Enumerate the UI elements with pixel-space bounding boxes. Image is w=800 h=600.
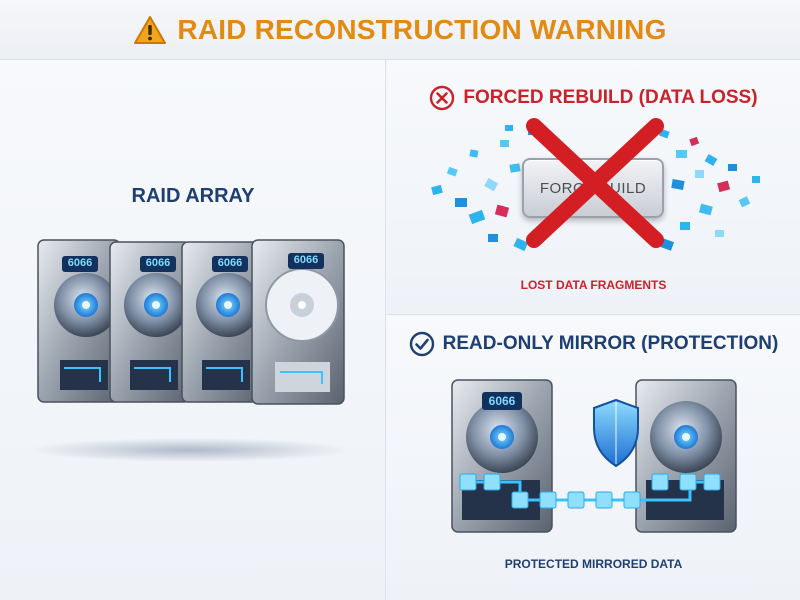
drive-badge-4: 6066 [293, 254, 319, 266]
mirror-caption: PROTECTED MIRRORED DATA [504, 557, 683, 571]
check-circle-icon [409, 331, 434, 357]
page-title: RAID RECONSTRUCTION WARNING [177, 13, 667, 45]
x-circle-icon [430, 85, 455, 111]
mirror-drive-right [635, 379, 737, 533]
array-shadow [30, 438, 350, 462]
raid-drive-1 [37, 239, 121, 403]
drive-badge-1: 6066 [67, 257, 93, 269]
warning-triangle-icon [134, 15, 167, 44]
drive-badge-3: 6066 [217, 257, 243, 269]
shield-icon [593, 398, 639, 468]
drive-badge-2: 6066 [145, 257, 171, 269]
mirror-data-chain [459, 473, 721, 509]
title-bar: RAID RECONSTRUCTION WARNING [0, 0, 800, 60]
raid-array-label: RAID ARRAY [131, 185, 255, 207]
mirror-title: READ-ONLY MIRROR (PROTECTION) [442, 333, 779, 354]
forced-rebuild-heading: FORCED REBUILD (DATA LOSS) [387, 85, 800, 111]
mirror-drive-badge: 6066 [488, 394, 516, 408]
raid-drive-3 [181, 241, 263, 403]
raid-drive-4 [251, 239, 345, 405]
big-red-x-icon [526, 118, 664, 248]
lost-fragments-caption: LOST DATA FRAGMENTS [520, 278, 667, 292]
mirror-heading: READ-ONLY MIRROR (PROTECTION) [387, 331, 800, 357]
raid-drive-2 [109, 241, 191, 403]
forced-rebuild-title: FORCED REBUILD (DATA LOSS) [463, 87, 758, 108]
